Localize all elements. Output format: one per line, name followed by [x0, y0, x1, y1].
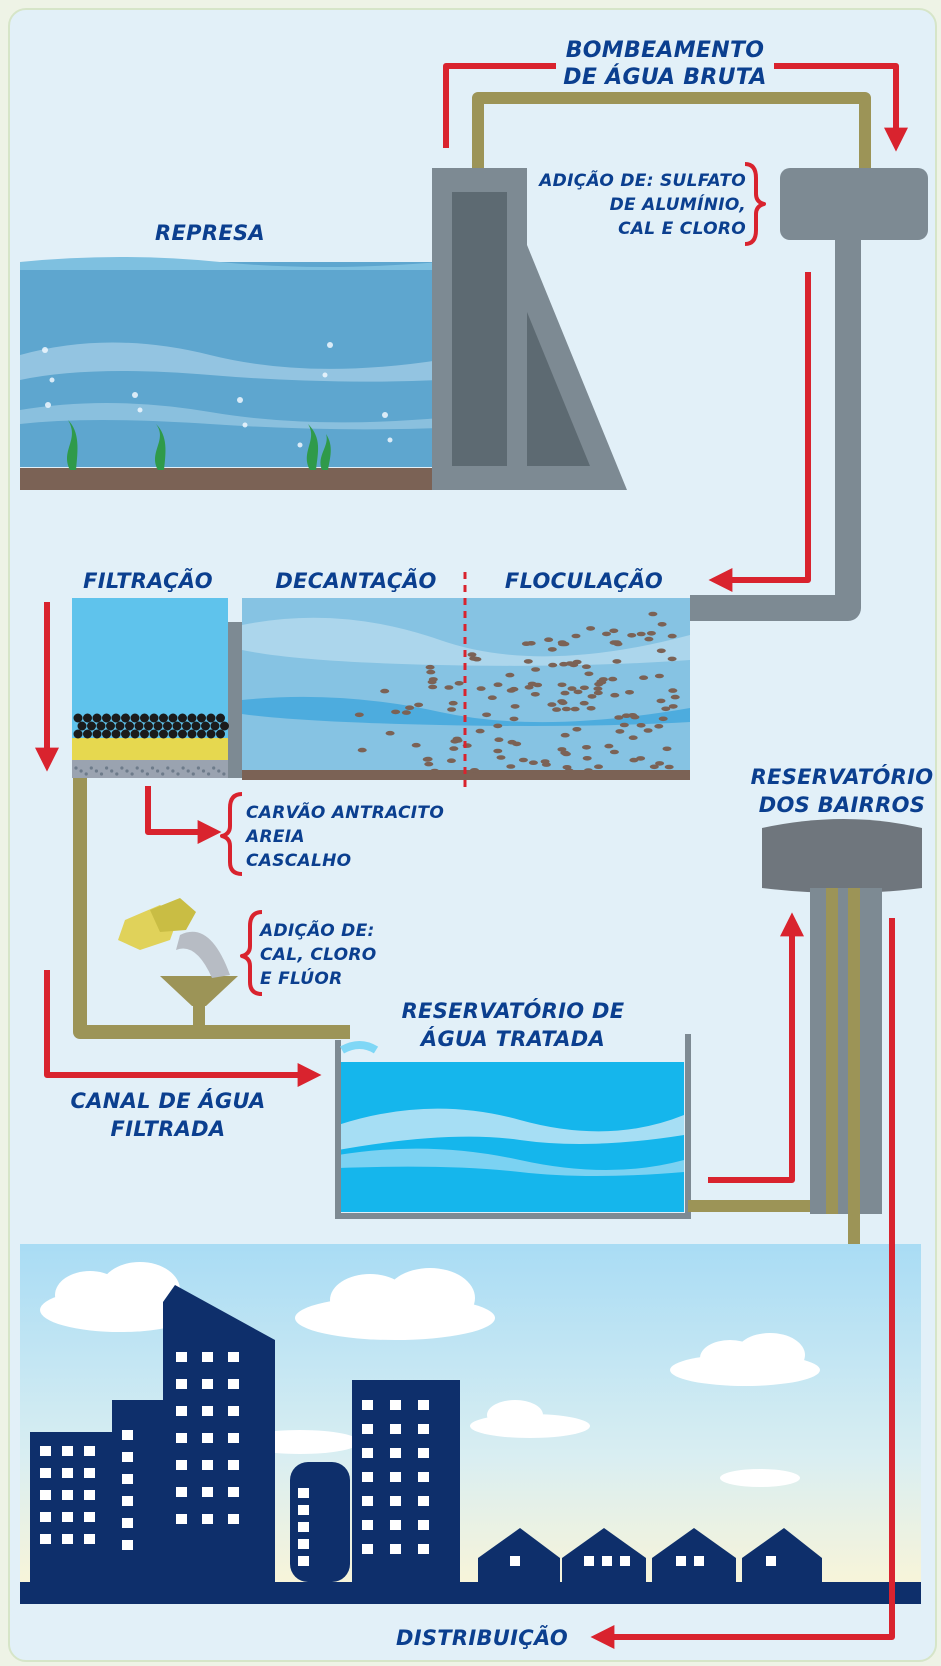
label-reservatorio-tratada-1: RESERVATÓRIO DE	[402, 998, 625, 1023]
arrow-pump-left	[443, 63, 556, 148]
neighborhood-reservoir	[762, 819, 922, 1588]
dam-structure	[432, 168, 627, 490]
label-distribuicao: DISTRIBUIÇÃO	[396, 1625, 568, 1650]
anthracite-layer	[73, 713, 229, 739]
label-filtro-cascalho: CASCALHO	[246, 851, 351, 871]
city-skyline	[20, 1244, 921, 1604]
label-reservatorio-bairros-1: RESERVATÓRIO	[751, 764, 934, 789]
flow-arrows	[35, 63, 908, 1649]
floc-particles	[354, 611, 680, 774]
label-bombeamento-1: BOMBEAMENTO	[566, 38, 765, 63]
represa-lake	[20, 257, 440, 490]
label-floculacao: FLOCULAÇÃO	[505, 568, 663, 593]
treated-water-reservoir	[335, 1034, 691, 1219]
label-canal-2: FILTRADA	[111, 1117, 226, 1141]
brace-adicao-2	[240, 910, 263, 996]
label-adicao1-1: ADIÇÃO DE: SULFATO	[537, 168, 746, 191]
chemical-dosing-tank	[780, 168, 928, 240]
filtration-tank	[72, 598, 242, 778]
treated-water-outlet-pipe	[688, 900, 832, 1212]
arrow-pump-right	[774, 63, 908, 152]
label-adicao1-2: DE ALUMÍNIO,	[610, 193, 746, 215]
label-represa: REPRESA	[155, 221, 265, 245]
raw-water-pipe	[472, 92, 871, 168]
arrow-filter-media	[145, 786, 222, 844]
label-adicao1-3: CAL E CLORO	[618, 219, 746, 239]
label-decantacao: DECANTAÇÃO	[275, 568, 436, 593]
filtered-water-canal	[73, 778, 350, 1039]
arrow-distribution	[590, 918, 895, 1649]
label-reservatorio-bairros-2: DOS BAIRROS	[759, 793, 925, 817]
gravel-layer	[74, 766, 226, 776]
arrow-canal	[44, 970, 322, 1087]
label-filtro-areia: AREIA	[244, 827, 305, 847]
label-filtro-carvao: CARVÃO ANTRACITO	[246, 800, 444, 823]
brace-adicao-1	[744, 162, 766, 246]
label-adicao2-1: ADIÇÃO DE:	[258, 918, 375, 941]
label-canal-1: CANAL DE ÁGUA	[70, 1088, 265, 1113]
label-adicao2-3: E FLÚOR	[260, 967, 343, 989]
chemical-funnel	[118, 898, 238, 1034]
label-adicao2-2: CAL, CLORO	[260, 945, 377, 965]
label-bombeamento-2: DE ÁGUA BRUTA	[563, 64, 766, 90]
label-filtracao: FILTRAÇÃO	[83, 568, 213, 593]
arrow-reservoir-up	[708, 912, 804, 1183]
arrow-dosing-down	[708, 272, 811, 592]
flocculation-feed-pipe	[690, 240, 861, 621]
brace-filter-media	[220, 792, 243, 876]
seaweed	[67, 420, 331, 470]
label-reservatorio-tratada-2: ÁGUA TRATADA	[419, 1026, 605, 1051]
